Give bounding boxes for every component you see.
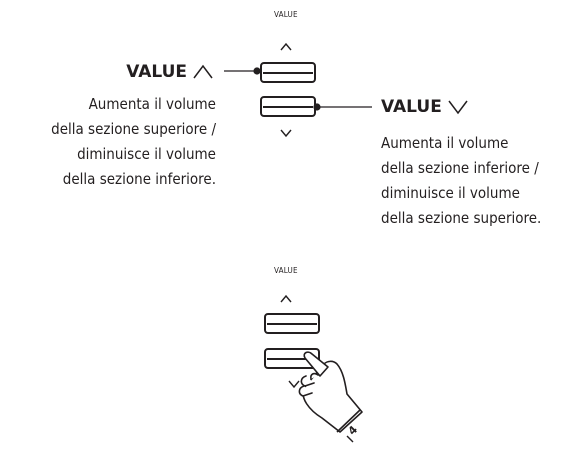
callout-up-title: VALUE xyxy=(126,62,214,82)
callout-up-line: Aumenta il volume xyxy=(88,95,216,113)
value-up-button[interactable] xyxy=(260,62,316,83)
bottom-panel-label: VALUE xyxy=(274,266,298,275)
leader-dot-up xyxy=(253,67,261,75)
callout-up-line: diminuisce il volume xyxy=(77,145,216,163)
callout-up-line: della sezione inferiore. xyxy=(62,170,216,188)
up-caret-symbol-icon xyxy=(193,64,213,79)
caret-down-icon xyxy=(288,380,300,389)
callout-down-line: diminuisce il volume xyxy=(381,184,520,202)
caret-down-icon xyxy=(280,129,292,138)
caret-up-icon xyxy=(280,42,292,51)
callout-down-line: della sezione inferiore / xyxy=(381,159,539,177)
callout-up-line: della sezione superiore / xyxy=(51,120,216,138)
callout-up-description: Aumenta il volume della sezione superior… xyxy=(51,92,216,192)
callout-down-title: VALUE xyxy=(381,97,469,117)
callout-up-title-text: VALUE xyxy=(126,62,187,82)
callout-down-line: della sezione superiore. xyxy=(381,209,542,227)
value-up-button-example[interactable] xyxy=(264,313,320,334)
caret-up-icon xyxy=(280,294,292,303)
callout-down-title-text: VALUE xyxy=(381,97,442,117)
callout-down-line: Aumenta il volume xyxy=(381,134,509,152)
leader-dot-down xyxy=(313,103,321,111)
down-caret-symbol-icon xyxy=(448,100,468,115)
callout-down-description: Aumenta il volume della sezione inferior… xyxy=(381,131,541,231)
top-panel-label: VALUE xyxy=(274,10,298,19)
